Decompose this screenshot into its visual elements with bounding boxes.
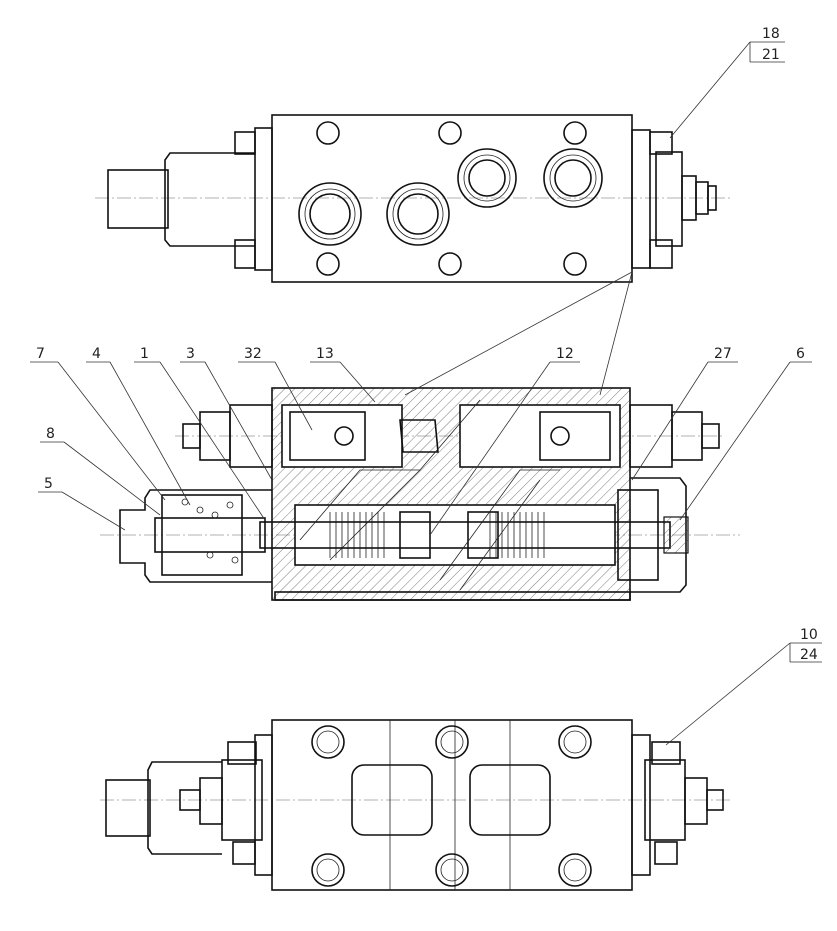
callout-27: 27	[714, 346, 732, 362]
callout-12: 12	[556, 346, 574, 362]
callout-10: 10	[800, 627, 818, 643]
callout-3: 3	[186, 346, 195, 362]
bottom-view	[100, 719, 730, 891]
callouts: 18 21 7 4 1 3 32 13 12 27 6 8	[30, 26, 822, 746]
callout-1: 1	[140, 346, 149, 362]
callout-6: 6	[796, 346, 805, 362]
callout-7: 7	[36, 346, 45, 362]
callout-8: 8	[46, 426, 55, 442]
callout-18: 18	[762, 26, 780, 42]
callout-21: 21	[762, 47, 780, 63]
callout-32: 32	[244, 346, 262, 362]
callout-5: 5	[44, 476, 53, 492]
top-view	[95, 114, 730, 283]
section-view	[100, 387, 740, 601]
callout-24: 24	[800, 647, 818, 663]
callout-13: 13	[316, 346, 334, 362]
callout-4: 4	[92, 346, 101, 362]
